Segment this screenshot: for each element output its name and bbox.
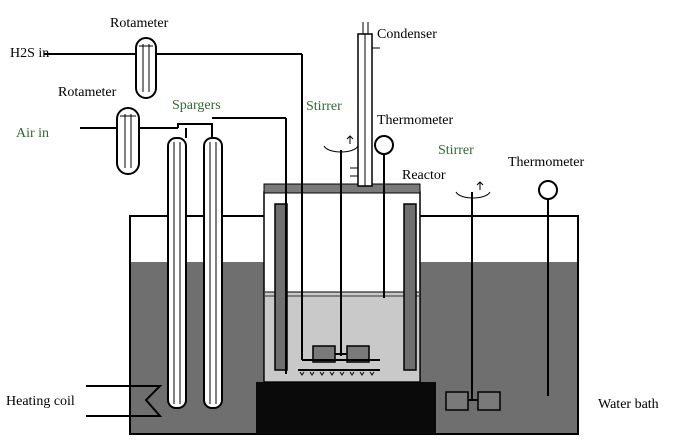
reactor-stirrer-rotation-icon <box>323 145 359 153</box>
sparger-bubbles <box>299 371 375 376</box>
rotameter-top-body <box>135 37 157 99</box>
rotameter-left-body <box>116 107 140 175</box>
condenser <box>350 22 380 187</box>
spargers <box>167 137 223 409</box>
label-thermometer-reactor: Thermometer <box>377 113 454 128</box>
bath-thermometer-dial <box>538 180 558 200</box>
bath-stirrer-rotation-icon <box>455 191 491 199</box>
h2s-line <box>44 53 380 361</box>
label-reactor: Reactor <box>402 168 446 183</box>
reactor-baffle-right <box>403 203 417 371</box>
bath-impeller-right <box>477 391 501 411</box>
label-spargers: Spargers <box>172 98 221 113</box>
label-water-bath: Water bath <box>598 397 659 412</box>
label-rotameter-left: Rotameter <box>58 85 117 100</box>
bath-thermometer <box>538 180 558 396</box>
rotameter-top <box>135 37 157 99</box>
label-stirrer-reactor: Stirrer <box>306 99 342 114</box>
reactor-thermometer <box>374 135 394 298</box>
reactor-thermometer-dial <box>374 135 394 155</box>
label-air-in: Air in <box>16 126 49 141</box>
label-heating-coil: Heating coil <box>6 394 75 409</box>
label-h2s-in: H2S in <box>10 46 49 61</box>
label-thermometer-bath: Thermometer <box>508 155 585 170</box>
rotameter-left <box>116 107 140 175</box>
reactor-base <box>256 382 436 434</box>
heating-coil <box>86 385 163 417</box>
label-stirrer-bath: Stirrer <box>438 143 474 158</box>
bath-stirrer <box>445 181 501 411</box>
sparger-tube-right <box>203 137 223 409</box>
sparger-tube-left <box>167 137 187 409</box>
reactor-stirrer <box>312 135 370 363</box>
label-rotameter-top: Rotameter <box>110 16 169 31</box>
bath-impeller-left <box>445 391 469 411</box>
label-condenser: Condenser <box>377 27 437 42</box>
